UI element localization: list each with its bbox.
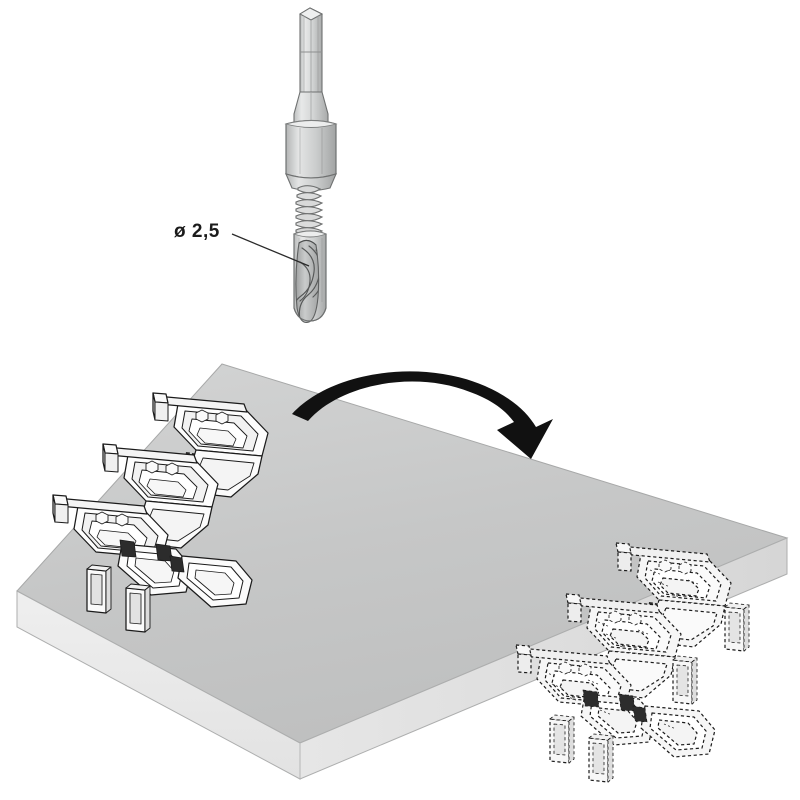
shank-taper [293, 91, 329, 125]
drill-diameter-label: ø 2,5 [174, 221, 220, 242]
drill-sleeve [292, 230, 328, 323]
jig-edge-legs [86, 564, 151, 633]
jig-solid [52, 392, 269, 633]
dimension-leader-line [231, 233, 310, 267]
phantom-clamp-arms [580, 689, 716, 758]
motion-arrow [292, 371, 553, 459]
jig-station-middle [102, 443, 219, 508]
phantom-station-lower [515, 644, 632, 709]
hex-shank [298, 7, 324, 93]
coil-spring [295, 185, 324, 236]
phantom-hatching [544, 569, 699, 730]
jig-phantom [515, 542, 750, 783]
jig-station-upper [152, 392, 269, 463]
phantom-edge-legs [549, 602, 750, 783]
drill-bit-assembly [284, 7, 338, 323]
jig-clamp-arms [117, 539, 253, 608]
collar-body [284, 119, 338, 192]
phantom-station-middle [565, 593, 682, 658]
